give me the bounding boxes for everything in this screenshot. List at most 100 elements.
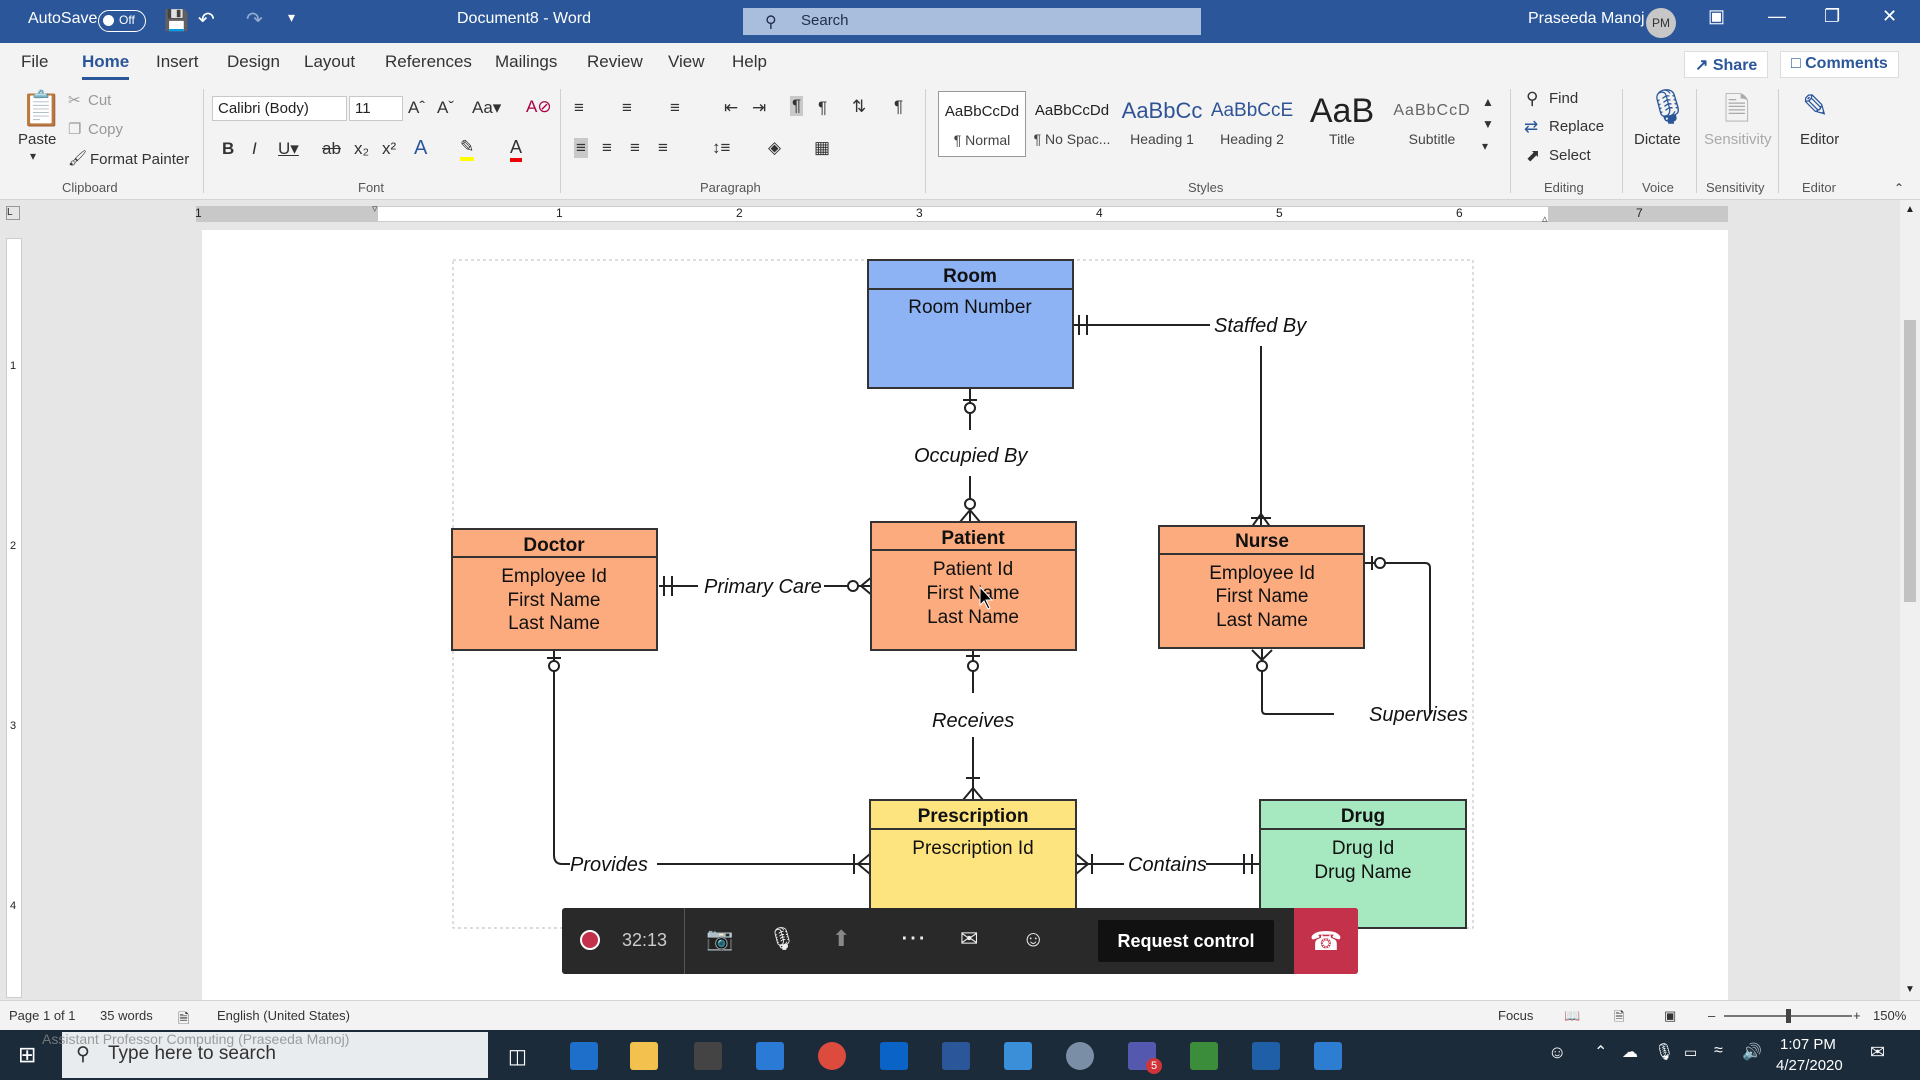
entity-doctor-box[interactable] xyxy=(451,528,658,651)
indent-marker-icon[interactable]: ▿ xyxy=(372,203,378,215)
request-control-button[interactable]: Request control xyxy=(1098,920,1274,962)
replace-label[interactable]: Replace xyxy=(1549,118,1605,135)
align-right-icon[interactable]: ≡ xyxy=(630,138,640,157)
paste-label[interactable]: Paste xyxy=(18,131,57,148)
format-painter-icon[interactable]: 🖌 xyxy=(68,150,88,167)
people-icon[interactable]: ☺ xyxy=(1548,1042,1567,1062)
read-mode-icon[interactable]: 📖 xyxy=(1564,1008,1581,1023)
select-label[interactable]: Select xyxy=(1549,147,1591,164)
media-icon[interactable] xyxy=(1190,1042,1218,1070)
increase-indent-icon[interactable]: ⇥ xyxy=(752,98,767,117)
user-name[interactable]: Praseeda Manoj xyxy=(1528,10,1645,27)
entity-nurse-box[interactable] xyxy=(1158,525,1365,649)
multilevel-list-icon[interactable]: ≡ xyxy=(670,98,680,117)
onedrive-icon[interactable]: ☁ xyxy=(1622,1044,1638,1061)
notifications-icon[interactable]: ✉ xyxy=(1870,1042,1886,1062)
microphone-icon[interactable]: 🎙 xyxy=(1646,88,1690,126)
scroll-thumb[interactable] xyxy=(1904,320,1916,602)
cut-icon[interactable]: ✂ xyxy=(68,92,81,109)
photos-icon[interactable] xyxy=(1314,1042,1342,1070)
font-size-select[interactable]: 11 xyxy=(349,96,403,121)
paste-dropdown-icon[interactable]: ▾ xyxy=(30,149,37,163)
word-icon[interactable] xyxy=(942,1042,970,1070)
superscript-icon[interactable]: x² xyxy=(382,139,397,158)
text-effects-icon[interactable]: A xyxy=(414,137,428,159)
camera-off-icon[interactable]: 📷 xyxy=(706,926,734,951)
clear-formatting-icon[interactable]: A⊘ xyxy=(526,97,552,116)
tab-references[interactable]: References xyxy=(385,52,472,71)
borders-icon[interactable]: ▦ xyxy=(814,138,831,157)
rtl-text-icon[interactable]: ¶ xyxy=(818,98,828,117)
underline-icon[interactable]: U▾ xyxy=(278,139,299,158)
tab-file[interactable]: File xyxy=(21,52,49,71)
styles-scroll-down-icon[interactable]: ▼ xyxy=(1482,117,1494,131)
scroll-down-icon[interactable]: ▼ xyxy=(1905,984,1915,995)
app-icon[interactable] xyxy=(1004,1042,1032,1070)
ltr-text-icon[interactable]: ¶ xyxy=(790,96,804,116)
line-spacing-icon[interactable]: ↕≡ xyxy=(712,138,731,157)
more-actions-icon[interactable]: ⋯ xyxy=(900,922,926,952)
zoom-in-icon[interactable]: + xyxy=(1853,1008,1861,1023)
entity-patient-box[interactable] xyxy=(870,521,1077,651)
word-count[interactable]: 35 words xyxy=(100,1008,153,1023)
save-icon[interactable]: 💾 xyxy=(164,10,189,32)
tab-insert[interactable]: Insert xyxy=(156,52,199,71)
er-diagram[interactable]: Staffed By Occupied By Primary Care Rece… xyxy=(202,230,1728,1000)
bold-icon[interactable]: B xyxy=(222,139,235,158)
editor-label[interactable]: Editor xyxy=(1800,131,1840,148)
tab-design[interactable]: Design xyxy=(227,52,280,71)
proofing-icon[interactable]: 🗎 xyxy=(178,1010,190,1026)
mic-off-icon[interactable]: 🎙 xyxy=(768,926,796,951)
windows-start-icon[interactable]: ⊞ xyxy=(18,1042,37,1067)
document-page[interactable]: Staffed By Occupied By Primary Care Rece… xyxy=(202,230,1728,1000)
bullets-icon[interactable]: ≡ xyxy=(574,98,584,117)
copy-icon[interactable]: ❐ xyxy=(68,121,82,138)
edge-icon[interactable] xyxy=(570,1042,598,1070)
avatar[interactable]: PM xyxy=(1646,8,1676,38)
tray-chevron-icon[interactable]: ⌃ xyxy=(1594,1044,1608,1061)
autosave-toggle[interactable]: Off xyxy=(98,10,146,32)
wifi-icon[interactable]: ≈ xyxy=(1714,1042,1723,1059)
web-layout-icon[interactable]: ▣ xyxy=(1664,1008,1677,1023)
task-view-icon[interactable]: ◫ xyxy=(508,1046,527,1068)
battery-icon[interactable]: ▭ xyxy=(1684,1044,1698,1060)
italic-icon[interactable]: I xyxy=(252,139,257,158)
scroll-up-icon[interactable]: ▲ xyxy=(1905,204,1915,215)
tab-selector[interactable]: L xyxy=(6,206,20,220)
volume-icon[interactable]: 🔊 xyxy=(1742,1044,1762,1061)
redo-icon[interactable]: ↷ xyxy=(246,9,263,31)
restore-icon[interactable]: ❐ xyxy=(1824,6,1841,26)
subscript-icon[interactable]: x₂ xyxy=(354,139,370,158)
style-normal[interactable]: AaBbCcDd¶ Normal xyxy=(938,91,1026,157)
highlight-icon[interactable]: ✎ xyxy=(460,137,475,161)
page-count[interactable]: Page 1 of 1 xyxy=(9,1008,76,1023)
decrease-indent-icon[interactable]: ⇤ xyxy=(724,98,739,117)
style-no-spacing[interactable]: AaBbCcDd¶ No Spac... xyxy=(1028,91,1116,157)
store-icon[interactable] xyxy=(694,1042,722,1070)
show-formatting-icon[interactable]: ¶ xyxy=(894,97,904,116)
sensitivity-icon[interactable]: 🗎 xyxy=(1724,91,1750,127)
search-box[interactable]: ⚲ Search xyxy=(743,8,1201,35)
copy-label[interactable]: Copy xyxy=(88,121,124,138)
entity-room-box[interactable] xyxy=(867,259,1074,389)
align-center-icon[interactable]: ≡ xyxy=(602,138,612,157)
styles-scroll-up-icon[interactable]: ▲ xyxy=(1482,95,1494,109)
settings-icon[interactable] xyxy=(1066,1042,1094,1070)
outlook-icon[interactable] xyxy=(880,1042,908,1070)
editor-icon[interactable]: ✎ xyxy=(1802,88,1829,124)
clock-time[interactable]: 1:07 PM xyxy=(1780,1036,1836,1053)
taskbar-search[interactable]: ⚲ Type here to search Assistant Professo… xyxy=(42,1031,488,1078)
minimize-icon[interactable]: — xyxy=(1768,6,1786,26)
clock-date[interactable]: 4/27/2020 xyxy=(1776,1057,1843,1074)
justify-icon[interactable]: ≡ xyxy=(658,138,668,157)
cut-label[interactable]: Cut xyxy=(88,92,112,109)
font-color-icon[interactable]: A xyxy=(510,137,523,162)
tab-review[interactable]: Review xyxy=(587,52,643,71)
right-indent-marker-icon[interactable]: ▵ xyxy=(1542,213,1548,225)
shading-icon[interactable]: ◈ xyxy=(768,138,782,157)
tab-view[interactable]: View xyxy=(668,52,705,71)
